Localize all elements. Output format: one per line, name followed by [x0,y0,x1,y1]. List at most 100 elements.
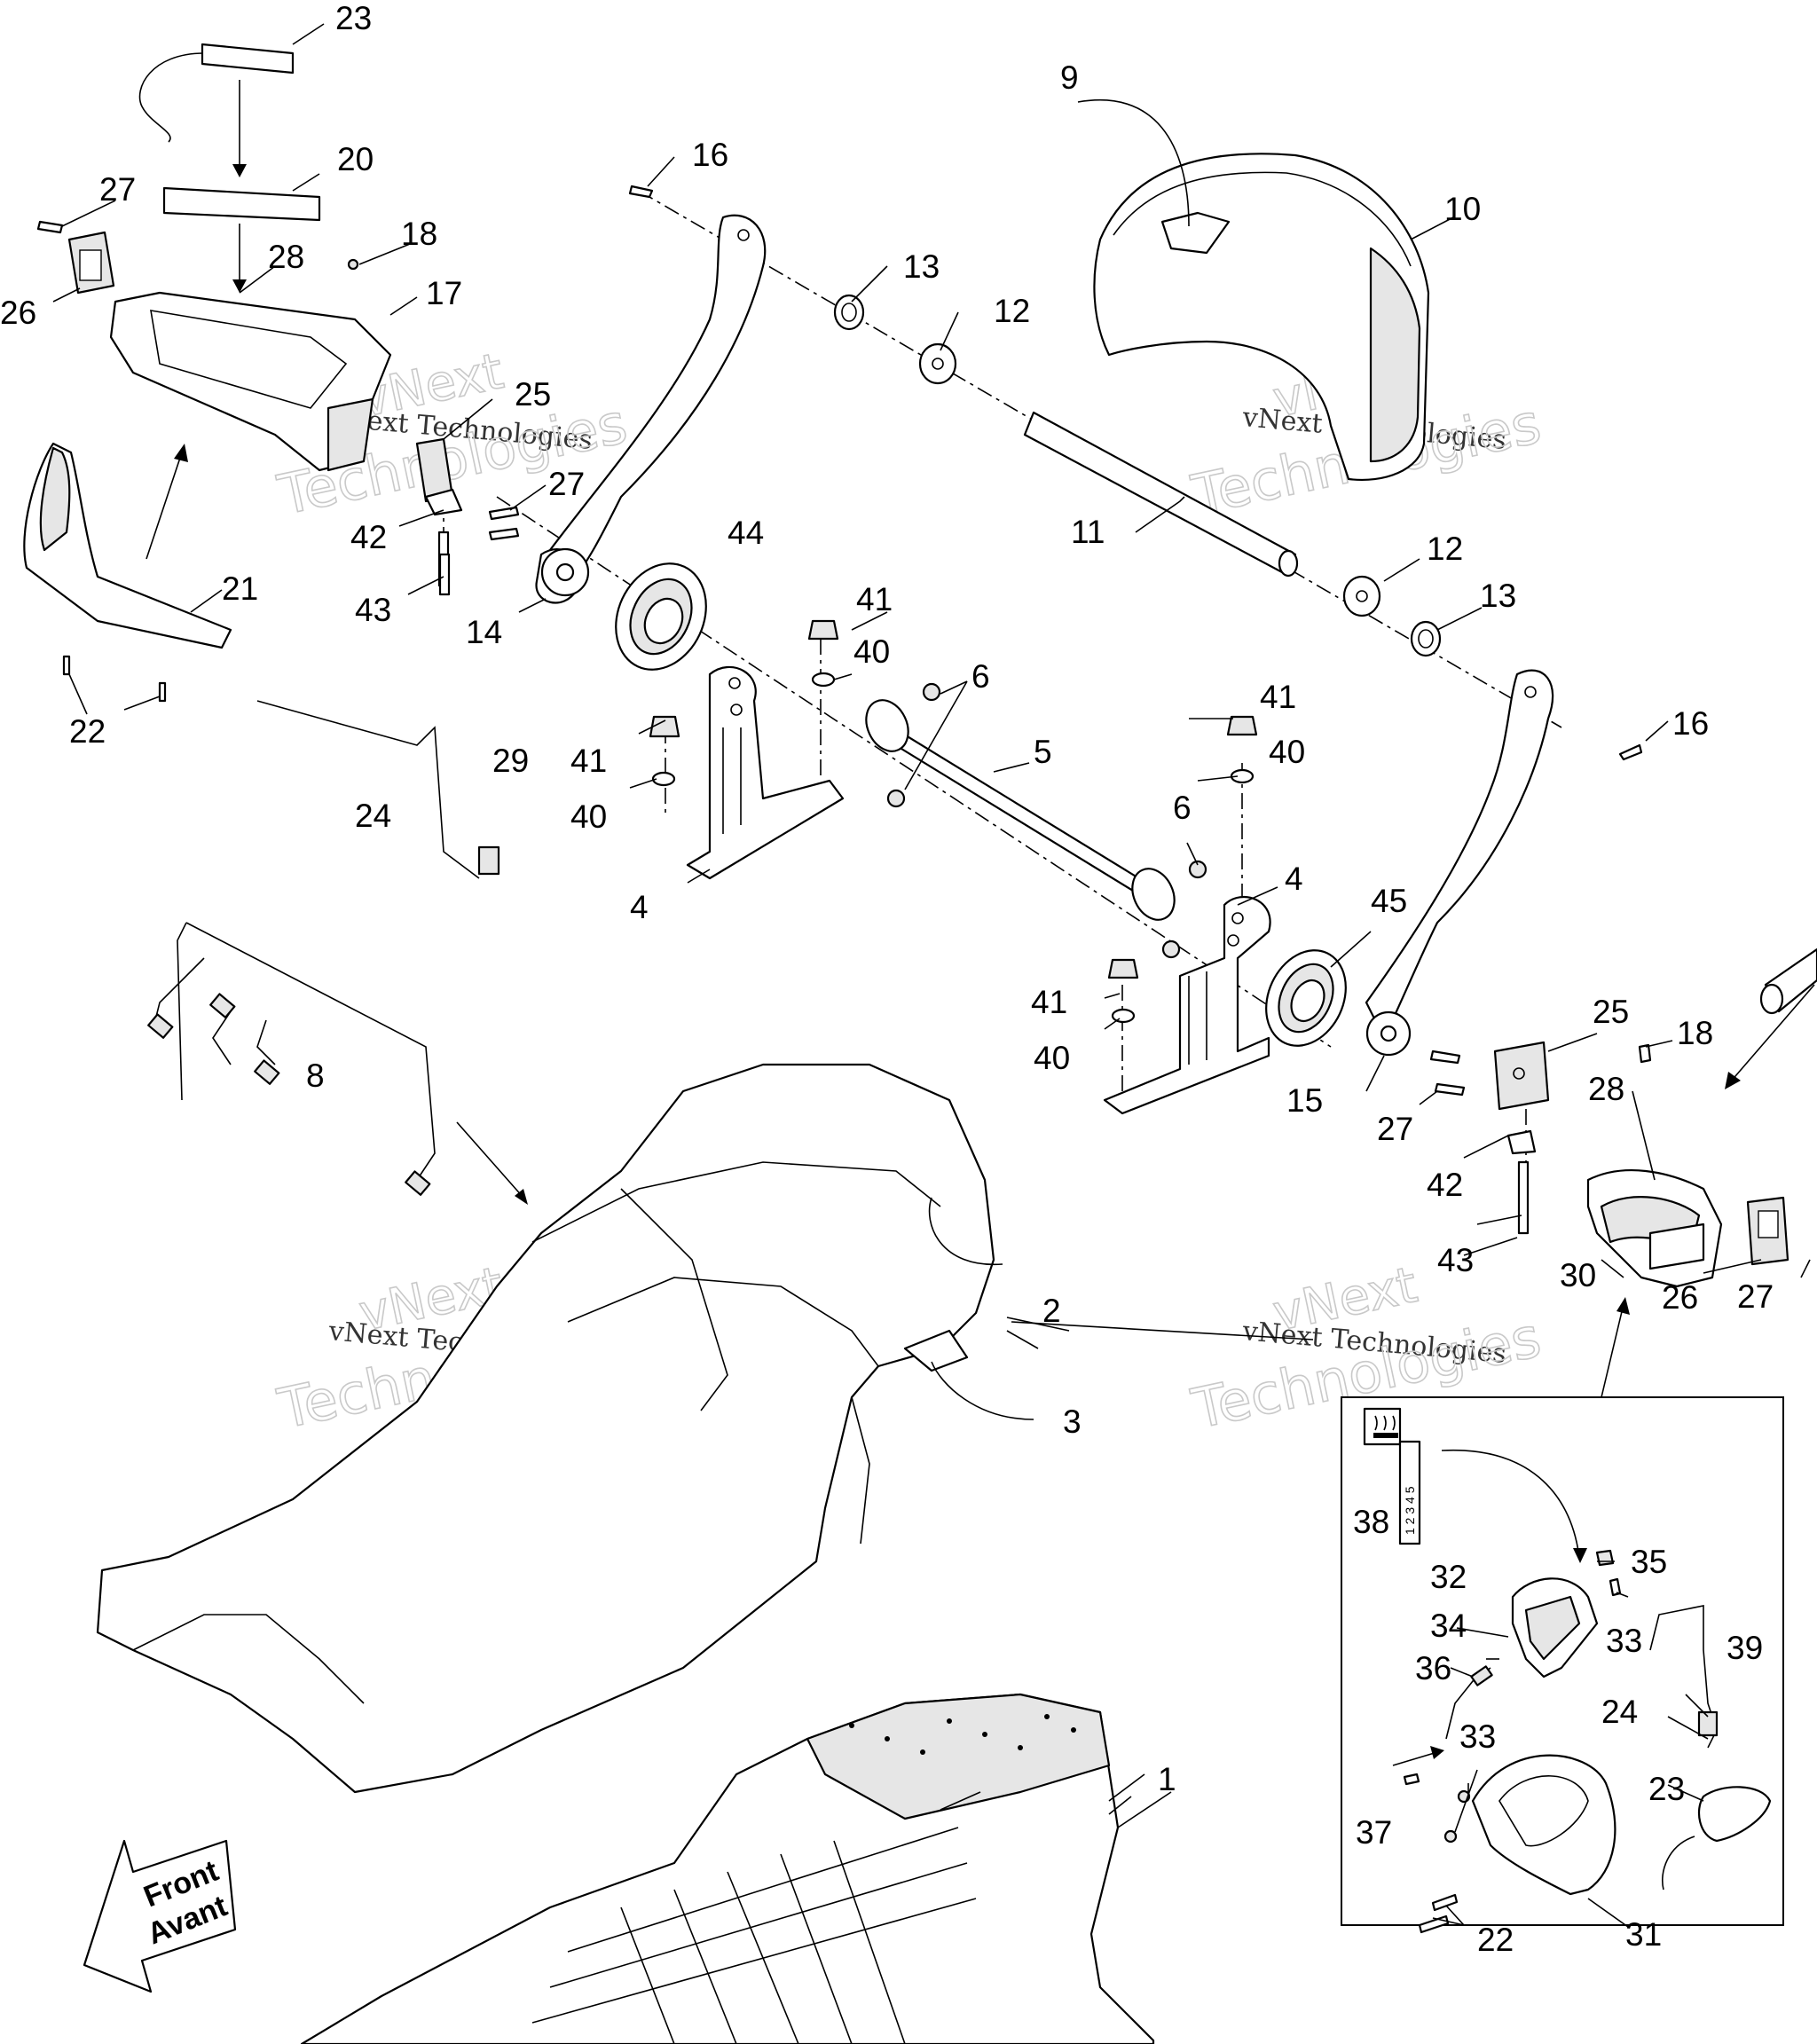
label-28-right: 28 [1588,1071,1624,1107]
label-41-b: 41 [570,743,607,779]
heater-module-32 [1511,1577,1599,1678]
label-30: 30 [1560,1257,1596,1293]
label-43-right: 43 [1437,1242,1474,1278]
label-16-upper: 16 [692,137,728,173]
bushing-13-left [833,294,865,331]
label-43-left: 43 [355,592,391,628]
label-12-upper: 12 [994,293,1030,329]
right-adjuster-plate-45 [1265,949,1347,1047]
left-screw-27-switch [36,220,64,234]
heat-level-text: 1 2 3 4 5 [1403,1486,1417,1535]
label-18-left: 18 [401,216,437,252]
label-45: 45 [1371,883,1407,919]
label-24-left: 24 [355,798,391,834]
label-40-c: 40 [1269,734,1305,770]
seat-cushion [96,1063,995,1794]
left-nut-41b [649,715,680,738]
label-42-right: 42 [1427,1167,1463,1203]
screw-37 [1403,1773,1420,1786]
lower-assembly-axis [496,496,1332,1048]
right-screw-18 [1638,1043,1652,1064]
right-bushing-15 [1365,1010,1412,1057]
right-clamp-block [1493,1041,1550,1235]
label-20: 20 [337,141,374,177]
grip-heater-23-inset [1662,1786,1772,1891]
left-adjuster-plate-44 [615,562,707,671]
front-direction-arrow: Front Avant [83,1839,237,1993]
label-16-lower: 16 [1672,705,1709,742]
upper-assembly-axis [638,190,1562,728]
left-mount-bracket [686,665,845,880]
handle-cover-31 [1471,1754,1616,1896]
nut-6-b [886,789,906,808]
label-9: 9 [1060,59,1079,96]
left-washer-40a [811,672,836,688]
nut-6-c [1188,860,1207,879]
part-number-labels: 1 2 3 4 4 5 6 6 8 9 10 11 12 12 13 13 14… [0,0,1774,1958]
label-40-a: 40 [853,633,890,670]
right-nut-41a [1226,715,1258,736]
label-33-upper: 33 [1606,1623,1642,1659]
label-11: 11 [1071,514,1105,550]
right-screws-27 [1429,1050,1466,1097]
label-27-top-left: 27 [99,171,136,208]
heat-level-decal: 1 2 3 4 5 [1363,1407,1421,1545]
label-13-lower: 13 [1480,578,1516,614]
left-screws-22 [62,655,167,703]
wire-24-inset [1649,1605,1719,1749]
pin-16-right [1618,743,1643,761]
left-screws-27 [488,506,520,541]
connector-36 [1445,1665,1493,1740]
seat-base [300,1693,1155,2044]
nut-6-d [1161,939,1181,959]
nut-6-a [922,682,941,702]
leader-lines [52,23,1811,1928]
left-grip-sleeve [162,186,321,222]
label-15: 15 [1286,1082,1323,1119]
label-12-lower: 12 [1427,531,1463,567]
inset-detail-box: 1 2 3 4 5 [1341,1396,1784,1934]
label-13-upper: 13 [903,248,940,285]
label-23-top: 23 [335,0,372,36]
pin-16-left [628,185,654,199]
right-heater-switch [1746,1196,1789,1266]
label-4-right: 4 [1285,861,1303,897]
label-25-left: 25 [515,376,551,413]
label-1: 1 [1158,1761,1176,1797]
label-17: 17 [426,275,462,311]
label-6-left: 6 [971,658,990,695]
label-27-left: 27 [548,466,585,502]
label-6-right: 6 [1173,790,1192,826]
label-41-d: 41 [1031,984,1067,1020]
washer-12-right [1342,575,1381,617]
left-bolt-43 [438,553,451,596]
right-mount-bracket [1103,896,1271,1115]
label-25-right: 25 [1593,994,1629,1030]
left-screw-18 [347,258,359,271]
right-backrest-arm [1365,669,1554,1040]
label-40-d: 40 [1034,1040,1070,1076]
label-22-inset: 22 [1477,1922,1514,1958]
label-4-left: 4 [630,889,649,925]
label-21: 21 [222,570,258,607]
label-10: 10 [1444,191,1481,227]
left-grip-heater [138,43,295,143]
left-washer-40b [651,771,676,787]
shaft-5 [865,699,1176,921]
label-22-left: 22 [69,713,106,750]
label-41-c: 41 [1260,679,1296,715]
label-39: 39 [1727,1630,1763,1666]
label-32: 32 [1430,1559,1467,1595]
label-37: 37 [1356,1814,1392,1851]
label-31: 31 [1625,1916,1662,1953]
nut-35 [1595,1549,1615,1567]
screws-33-lower [1443,1789,1471,1844]
left-heater-switch [67,231,115,295]
left-wire [256,700,500,879]
right-washer-40b [1111,1008,1136,1024]
right-handle-grip [1586,1169,1723,1288]
bushing-13-right [1410,620,1442,657]
tube-11 [1023,411,1299,578]
right-nut-41b [1107,958,1139,979]
left-bushing-14 [540,547,590,597]
